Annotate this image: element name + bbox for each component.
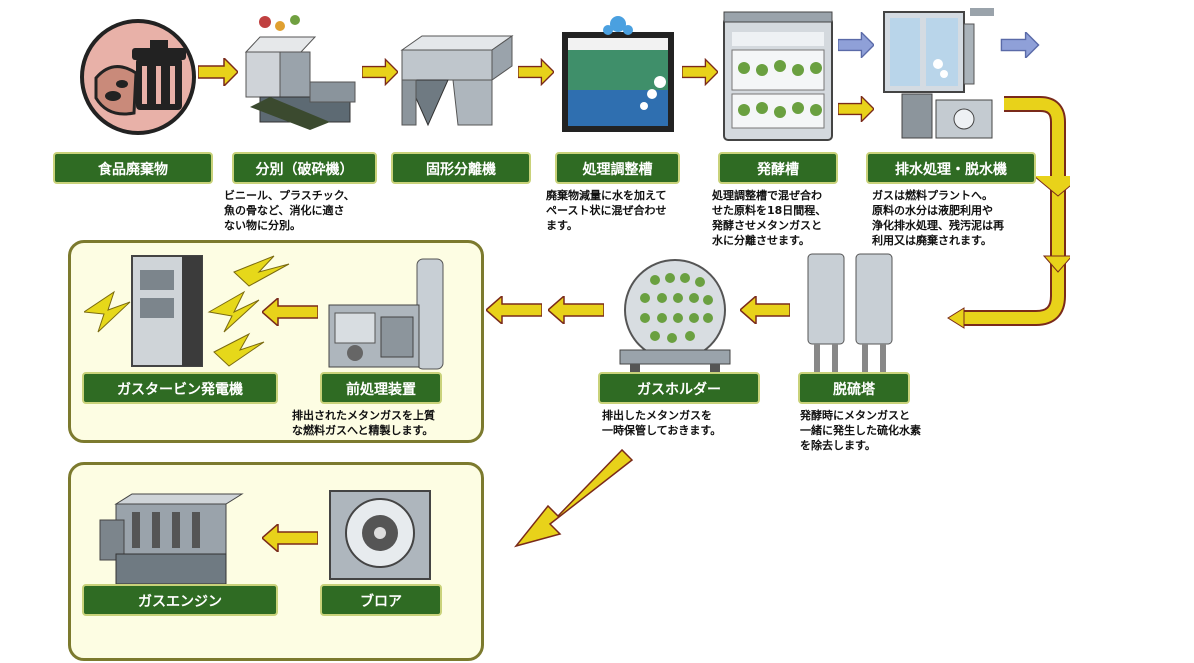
flow-arrow <box>548 296 604 324</box>
gas-flow-arrow <box>1000 32 1040 58</box>
adjust-tank-icon <box>562 16 674 132</box>
flow-arrow <box>513 448 634 548</box>
stage-label-gas-engine: ガスエンジン <box>82 584 278 616</box>
stage-desc-desulfurizer: 発酵時にメタンガスと 一緒に発生した硫化水素 を除去します。 <box>800 409 921 452</box>
stage-label-gas-holder: ガスホルダー <box>598 372 760 404</box>
flow-arrow <box>740 296 790 324</box>
blower-icon <box>329 490 431 580</box>
stage-desc-drainage: ガスは燃料プラントへ。 原料の水分は液肥利用や 浄化排水処理、残汚泥は再 利用又… <box>872 189 1004 247</box>
pretreatment-icon <box>328 258 444 370</box>
food-waste-icon <box>80 19 196 135</box>
stage-label-blower: ブロア <box>320 584 442 616</box>
gas-engine-icon <box>99 493 244 585</box>
stage-label-sorting: 分別（破砕機） <box>232 152 377 184</box>
gas-turbine-icon <box>84 255 290 367</box>
flow-arrow <box>518 58 554 86</box>
flow-arrow <box>486 296 542 324</box>
stage-label-food-waste: 食品廃棄物 <box>53 152 213 184</box>
flow-arrow <box>198 58 238 86</box>
stage-desc-fermenter: 処理調整槽で混ぜ合わ せた原料を18日間程、 発酵させメタンガスと 水に分離させ… <box>712 189 827 247</box>
stage-label-adjust-tank: 処理調整槽 <box>555 152 680 184</box>
drainage-machine-icon <box>883 8 994 139</box>
stage-desc-pretreatment: 排出されたメタンガスを上質 な燃料ガスへと精製します。 <box>292 409 435 437</box>
fermenter-icon <box>723 11 833 141</box>
flow-arrow <box>262 524 318 552</box>
stage-label-fermenter: 発酵槽 <box>718 152 838 184</box>
gas-pipe-arrow <box>947 96 1070 329</box>
gas-holder-icon <box>619 259 731 372</box>
stage-desc-gas-holder: 排出したメタンガスを 一時保管しておきます。 <box>602 409 722 437</box>
stage-label-pretreatment: 前処理装置 <box>320 372 442 404</box>
stage-label-drainage: 排水処理・脱水機 <box>866 152 1036 184</box>
gas-flow-arrow <box>838 32 874 58</box>
flow-arrow <box>262 298 318 326</box>
desulfurizer-icon <box>807 253 893 374</box>
flow-arrow <box>838 96 874 122</box>
stage-desc-adjust-tank: 廃棄物減量に水を加えて ペースト状に混ぜ合わせ ます。 <box>546 189 667 232</box>
flow-arrow <box>682 58 718 86</box>
flow-arrow <box>362 58 398 86</box>
crusher-icon <box>244 15 356 130</box>
stage-label-solid-separator: 固形分離機 <box>391 152 531 184</box>
stage-label-desulfurizer: 脱硫塔 <box>798 372 910 404</box>
stage-desc-sorting: ビニール、プラスチック、 魚の骨など、消化に適さ ない物に分別。 <box>224 189 355 232</box>
stage-label-gas-turbine: ガスタービン発電機 <box>82 372 278 404</box>
separator-icon <box>400 35 514 127</box>
